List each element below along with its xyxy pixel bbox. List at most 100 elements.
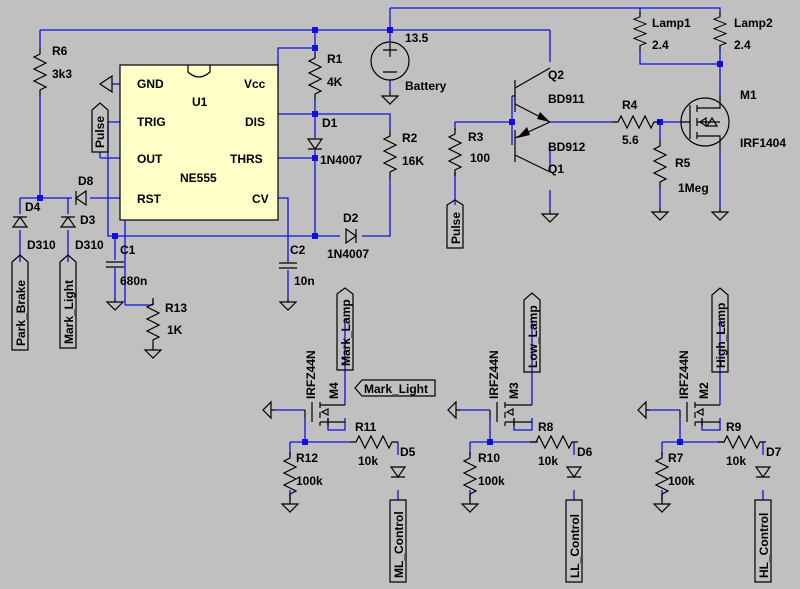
diode-d5[interactable]: D5 — [390, 445, 416, 478]
d7-ref: D7 — [766, 445, 782, 459]
net-flag-low-lamp[interactable]: Low_Lamp — [523, 292, 541, 373]
lamp1-ref: Lamp1 — [652, 16, 691, 30]
m1-ref: M1 — [740, 88, 757, 102]
mosfet-m3[interactable]: IRFZ44N M3 — [487, 350, 532, 426]
mark-lamp-label: Mark_Lamp — [339, 299, 353, 366]
ground-symbol — [98, 74, 113, 94]
net-flag-mark-light-left[interactable]: Mark_Light — [59, 254, 77, 349]
r1-ref: R1 — [327, 52, 343, 66]
resistor-r9[interactable]: R9 10k — [717, 420, 767, 468]
d1-ref: D1 — [322, 116, 338, 130]
resistor-r6[interactable]: R6 3k3 — [33, 44, 72, 112]
m4-value: IRFZ44N — [304, 350, 318, 399]
resistor-r2[interactable]: R2 16K — [383, 129, 424, 179]
lamp-2[interactable]: Lamp2 2.4 — [713, 11, 773, 52]
diode-d7[interactable]: D7 — [755, 445, 782, 478]
lamp-1[interactable]: Lamp1 2.4 — [633, 11, 691, 52]
ic-ne555[interactable]: GND Vcc U1 TRIG DIS OUT THRS NE555 RST C… — [119, 64, 279, 221]
resistor-r11[interactable]: R11 10k — [349, 420, 399, 468]
r6-value: 3k3 — [52, 67, 72, 81]
r8-ref: R8 — [538, 420, 554, 434]
ic-ref: U1 — [192, 95, 208, 109]
net-flag-mark-light-mid[interactable]: Mark_Light — [354, 379, 436, 397]
r8-value: 10k — [538, 454, 558, 468]
resistor-r4[interactable]: R4 5.6 — [611, 98, 661, 147]
ic-pin-vcc: Vcc — [244, 77, 266, 91]
r5-value: 1Meg — [678, 181, 709, 195]
ic-pin-cv: CV — [252, 192, 269, 206]
transistor-q1[interactable]: BD912 Q1 — [514, 121, 586, 223]
capacitor-c2[interactable]: C2 10n — [278, 243, 315, 311]
mark-light-mid-label: Mark_Light — [364, 382, 428, 396]
r10-ref: R10 — [478, 451, 500, 465]
c1-value: 680n — [120, 274, 147, 288]
q2-ref: Q2 — [548, 68, 564, 82]
ic-pin-gnd: GND — [137, 77, 164, 91]
resistor-r13[interactable]: R13 1K — [144, 297, 187, 359]
hl-control-label: HL_Control — [757, 513, 771, 578]
pulse-left-label: Pulse — [93, 116, 107, 148]
r3-ref: R3 — [468, 130, 484, 144]
diode-d4[interactable]: D4 D310 — [12, 200, 56, 252]
r3-value: 100 — [470, 151, 490, 165]
diode-d1[interactable]: D1 1N4007 — [307, 116, 362, 167]
net-flag-high-lamp[interactable]: High_Lamp — [711, 287, 729, 373]
r13-value: 1K — [167, 323, 183, 337]
net-flag-ll-control[interactable]: LL_Control — [565, 499, 583, 583]
mosfet-m4[interactable]: IRFZ44N M4 — [304, 350, 345, 426]
r11-ref: R11 — [355, 420, 377, 434]
d2-ref: D2 — [343, 211, 359, 225]
q1-value: BD912 — [548, 140, 586, 154]
ic-pin-rst: RST — [137, 192, 162, 206]
net-flag-hl-control[interactable]: HL_Control — [754, 499, 772, 583]
q1-ref: Q1 — [548, 162, 564, 176]
r2-ref: R2 — [402, 131, 418, 145]
mosfet-m2[interactable]: IRFZ44N M2 — [677, 350, 720, 426]
resistor-r7[interactable]: R7 100k — [653, 451, 695, 513]
r6-ref: R6 — [52, 44, 68, 58]
battery-ref: Battery — [405, 79, 447, 93]
diode-d8[interactable]: D8 — [75, 174, 94, 206]
d4-ref: D4 — [25, 200, 41, 214]
r11-value: 10k — [358, 454, 378, 468]
resistor-r10[interactable]: R10 100k — [461, 451, 505, 513]
r7-ref: R7 — [668, 451, 684, 465]
park-brake-label: Park_Brake — [14, 280, 28, 346]
wires — [19, 7, 764, 500]
net-flag-mark-lamp[interactable]: Mark_Lamp — [336, 287, 354, 371]
battery-value: 13.5 — [405, 31, 429, 45]
m2-ref: M2 — [697, 382, 711, 399]
net-flag-ml-control[interactable]: ML_Control — [389, 499, 407, 583]
d1-value: 1N4007 — [320, 153, 362, 167]
ll-control-label: LL_Control — [568, 514, 582, 578]
diode-d3[interactable]: D3 D310 — [60, 213, 104, 252]
q2-value: BD911 — [548, 92, 585, 106]
lamp2-ref: Lamp2 — [734, 16, 773, 30]
ic-pin-out: OUT — [137, 152, 163, 166]
d2-value: 1N4007 — [327, 247, 369, 261]
ml-control-label: ML_Control — [392, 511, 406, 578]
mosfet-m1[interactable]: M1 IRF1404 — [680, 88, 786, 221]
d3-value: D310 — [75, 238, 104, 252]
diode-d2[interactable]: D2 1N4007 — [327, 211, 369, 261]
r4-value: 5.6 — [622, 133, 639, 147]
battery[interactable]: 13.5 Battery — [370, 31, 447, 105]
resistor-r3[interactable]: R3 100 — [448, 127, 490, 177]
d5-ref: D5 — [400, 445, 416, 459]
ic-part: NE555 — [180, 171, 217, 185]
mark-light-left-label: Mark_Light — [62, 280, 76, 344]
r7-value: 100k — [668, 474, 695, 488]
d4-value: D310 — [27, 238, 56, 252]
resistor-r12[interactable]: R12 100k — [281, 451, 323, 513]
transistor-q2[interactable]: Q2 BD911 — [511, 67, 585, 123]
resistor-r5[interactable]: R5 1Meg — [651, 139, 709, 221]
r12-value: 100k — [296, 474, 323, 488]
capacitor-c1[interactable]: C1 680n — [105, 243, 147, 311]
diode-d6[interactable]: D6 — [566, 445, 593, 478]
resistor-r8[interactable]: R8 10k — [529, 420, 579, 468]
net-flag-pulse-bottom[interactable]: Pulse — [446, 199, 464, 249]
net-flag-park-brake[interactable]: Park_Brake — [11, 254, 29, 351]
net-flag-pulse-left[interactable]: Pulse — [91, 102, 109, 153]
resistor-r1[interactable]: R1 4K — [308, 51, 343, 101]
